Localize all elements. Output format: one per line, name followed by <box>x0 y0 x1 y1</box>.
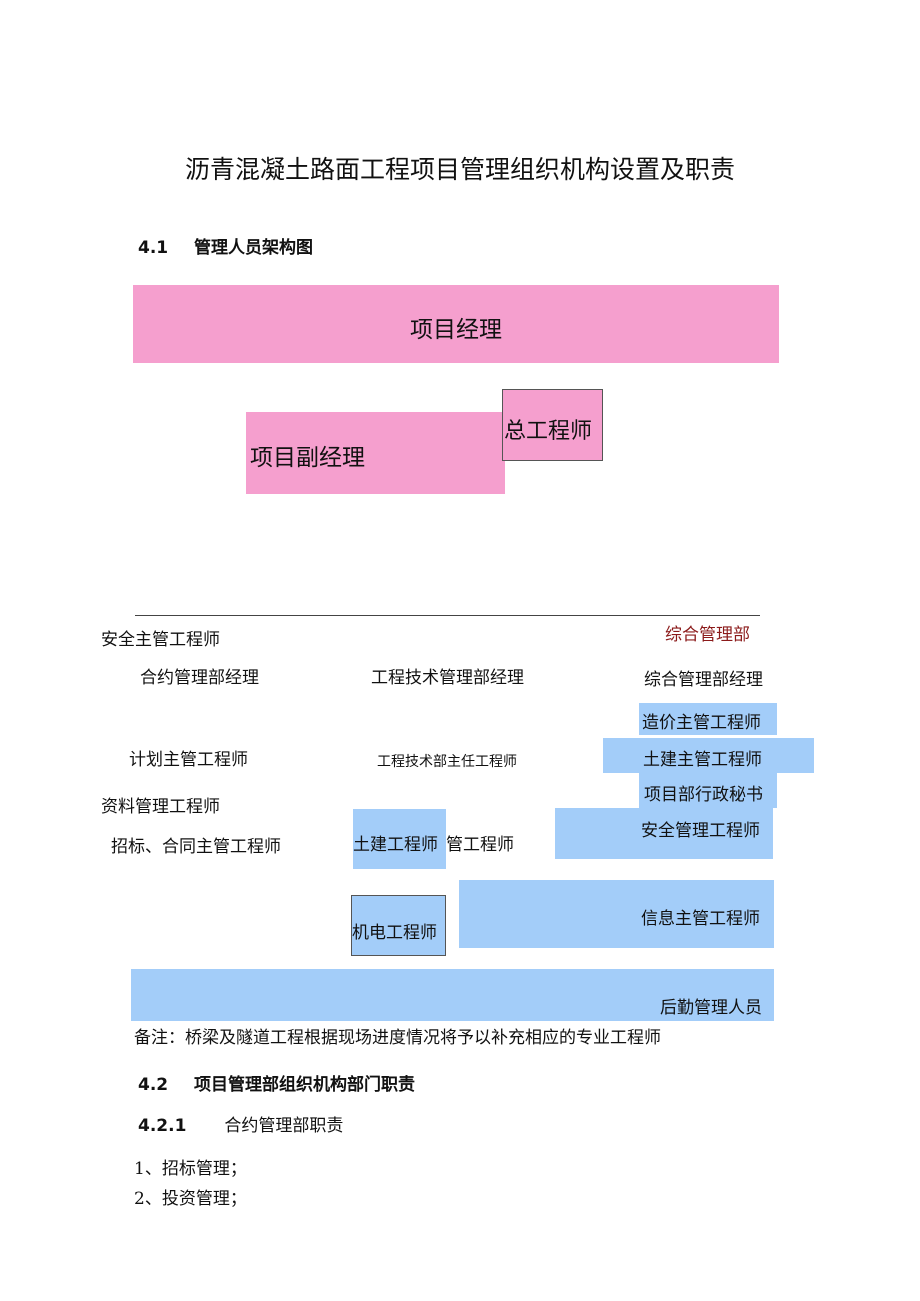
contract-manager-label: 合约管理部经理 <box>140 668 259 688</box>
section-4-2-1-heading: 4.2.1 合约管理部职责 <box>138 1111 343 1136</box>
admin-secretary-box: 项目部行政秘书 <box>639 773 777 808</box>
civil-engineer-label: 土建工程师 <box>353 835 438 855</box>
cost-chief-box: 造价主管工程师 <box>639 703 777 735</box>
civil-engineer-box: 土建工程师 <box>353 809 446 869</box>
deputy-manager-box: 项目副经理 <box>246 412 505 494</box>
logistics-box: 后勤管理人员 <box>131 969 774 1021</box>
deputy-manager-label: 项目副经理 <box>250 445 365 471</box>
mech-elec-engineer-label: 机电工程师 <box>352 923 437 943</box>
section-title: 项目管理部组织机构部门职责 <box>194 1075 416 1095</box>
chief-engineer-box: 总工程师 <box>502 389 603 461</box>
chief-engineer-label: 总工程师 <box>504 419 593 444</box>
general-manager-label: 综合管理部经理 <box>644 670 763 690</box>
project-manager-box: 项目经理 <box>133 285 779 363</box>
info-chief-label: 信息主管工程师 <box>641 909 760 929</box>
tech-chief-label: 工程技术部主任工程师 <box>377 754 517 770</box>
section-number: 4.1 <box>138 238 169 258</box>
civil-chief-box: 土建主管工程师 <box>603 738 814 773</box>
safety-chief-label: 安全主管工程师 <box>101 630 220 650</box>
civil-chief-label: 土建主管工程师 <box>643 750 762 770</box>
planning-chief-label: 计划主管工程师 <box>129 750 248 770</box>
list-item: 2、投资管理； <box>134 1189 247 1209</box>
project-manager-label: 项目经理 <box>410 317 502 343</box>
pipe-engineer-label: 管工程师 <box>446 835 514 855</box>
document-title: 沥青混凝土路面工程项目管理组织机构设置及职责 <box>184 155 735 184</box>
safety-engineer-box: 安全管理工程师 <box>555 808 773 859</box>
general-dept-label: 综合管理部 <box>665 625 750 645</box>
section-number: 4.2 <box>138 1075 169 1095</box>
tech-manager-label: 工程技术管理部经理 <box>371 668 524 688</box>
section-4-2-heading: 4.2 项目管理部组织机构部门职责 <box>138 1070 415 1095</box>
logistics-label: 后勤管理人员 <box>660 998 762 1018</box>
safety-engineer-label: 安全管理工程师 <box>641 821 760 841</box>
bidding-chief-label: 招标、合同主管工程师 <box>111 837 281 857</box>
divider-line <box>135 615 760 616</box>
section-number: 4.2.1 <box>138 1116 187 1136</box>
list-item: 1、招标管理； <box>134 1159 247 1179</box>
admin-secretary-label: 项目部行政秘书 <box>644 785 763 805</box>
cost-chief-label: 造价主管工程师 <box>642 713 761 733</box>
section-title: 合约管理部职责 <box>224 1116 344 1136</box>
note-text: 备注：桥梁及隧道工程根据现场进度情况将予以补充相应的专业工程师 <box>134 1028 661 1048</box>
section-4-1-heading: 4.1 管理人员架构图 <box>138 233 313 258</box>
info-chief-box: 信息主管工程师 <box>459 880 774 948</box>
section-title: 管理人员架构图 <box>194 238 314 258</box>
mech-elec-engineer-box: 机电工程师 <box>351 895 446 956</box>
document-engineer-label: 资料管理工程师 <box>101 797 220 817</box>
